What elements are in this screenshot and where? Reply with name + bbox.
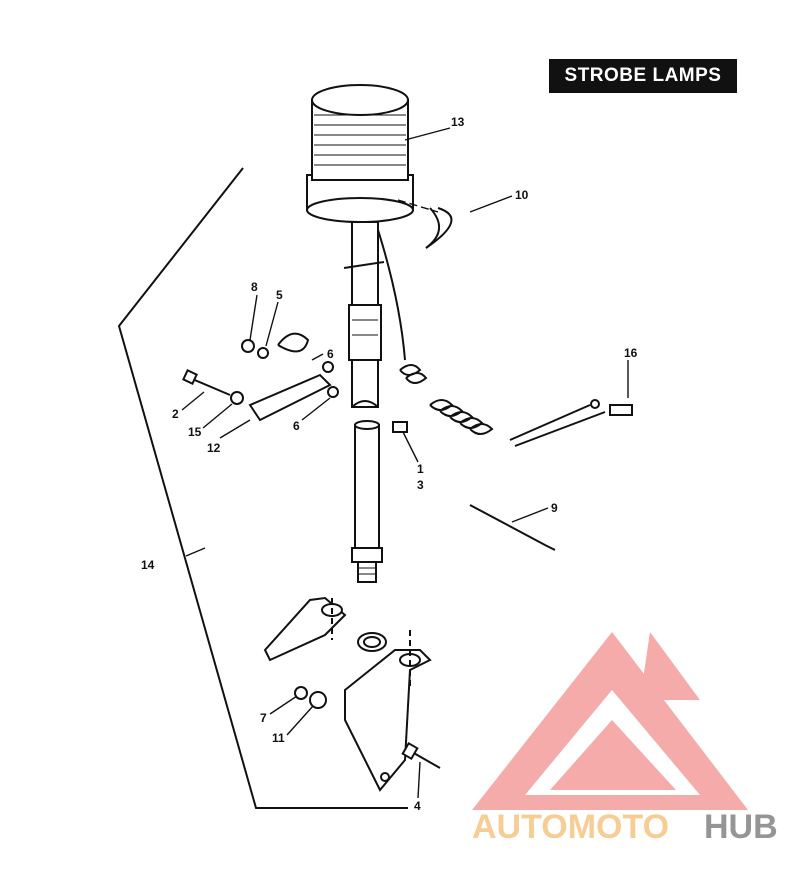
callout-8: 8 <box>251 280 258 294</box>
callout-7: 7 <box>260 711 267 725</box>
callout-13: 13 <box>451 115 465 129</box>
coiled-cable <box>399 364 633 447</box>
callout-6-upper: 6 <box>327 347 334 361</box>
mounting-brackets <box>263 596 432 792</box>
callout-12: 12 <box>207 441 221 455</box>
callout-4: 4 <box>414 799 421 813</box>
watermark-part2: HUB <box>704 808 778 846</box>
callout-1: 1 <box>417 462 424 476</box>
callout-10: 10 <box>515 188 529 202</box>
callout-6-lower: 6 <box>293 419 300 433</box>
callout-5: 5 <box>276 288 283 302</box>
lower-pole <box>351 420 383 583</box>
strobe-lamp-head <box>306 84 414 223</box>
callout-14: 14 <box>141 558 155 572</box>
callout-16: 16 <box>624 346 638 360</box>
callout-3: 3 <box>417 478 424 492</box>
callout-9: 9 <box>551 501 558 515</box>
diagram-title: STROBE LAMPS <box>549 59 737 93</box>
watermark-part1: AUTOMOTO <box>472 808 669 846</box>
small-hardware <box>182 207 556 769</box>
bracket-14 <box>117 167 408 809</box>
upper-pole <box>343 221 406 408</box>
callout-2: 2 <box>172 407 179 421</box>
automotohub-logo: AUTOMOTO HUB <box>472 632 778 846</box>
leader-lines <box>181 127 629 799</box>
callout-15: 15 <box>188 425 202 439</box>
callout-11: 11 <box>272 731 285 745</box>
